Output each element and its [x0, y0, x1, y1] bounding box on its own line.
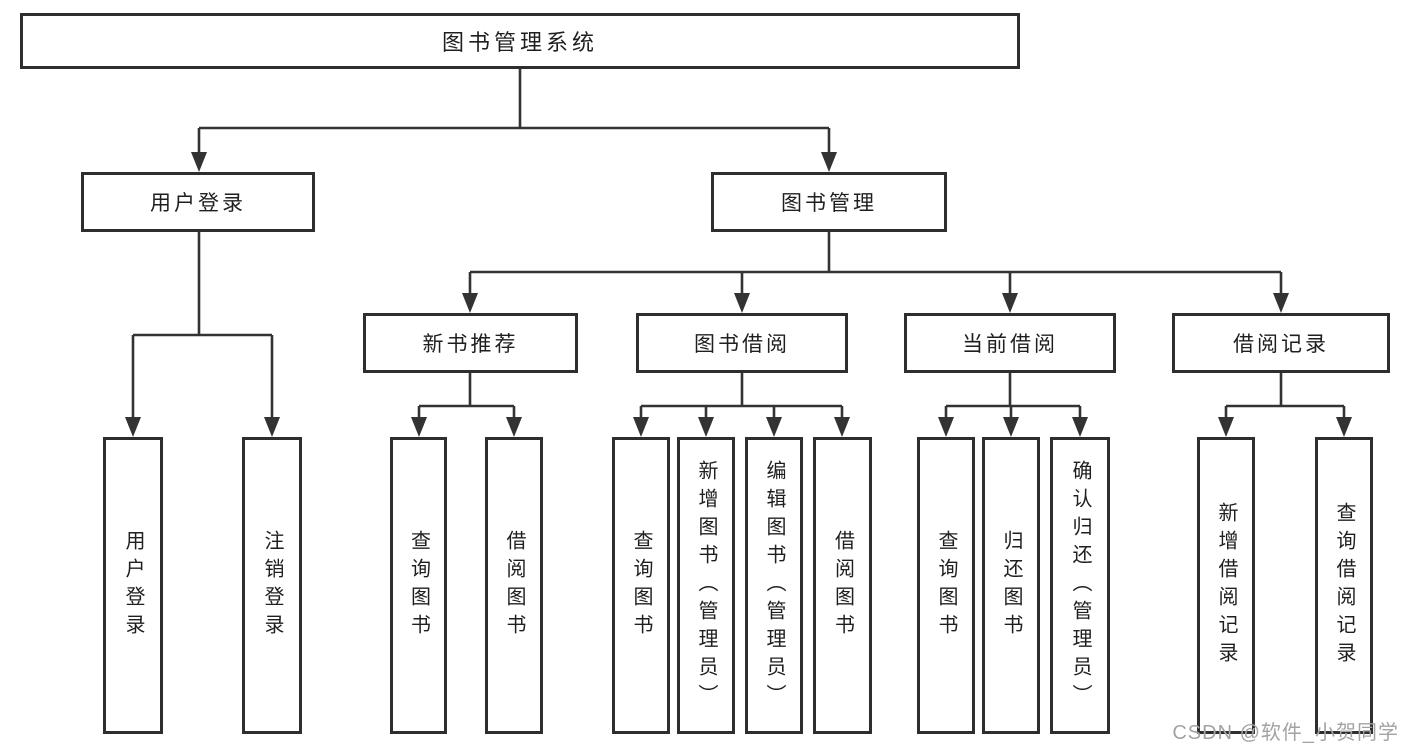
node-leaf-br-add-record-label: 新增借阅记录 [1215, 501, 1237, 670]
node-leaf-bb-query-books: 查询图书 [612, 437, 670, 734]
node-library-management-system: 图书管理系统 [20, 13, 1020, 69]
node-leaf-cb-confirm-return: 确认归还（管理员） [1050, 437, 1110, 734]
arrowhead-icon [506, 417, 522, 437]
arrowhead-icon [698, 417, 714, 437]
arrowhead-icon [125, 417, 141, 437]
node-leaf-nbr-borrow-books-label: 借阅图书 [503, 529, 525, 642]
arrowhead-icon [1336, 417, 1352, 437]
arrowhead-icon [821, 152, 837, 172]
node-leaf-cb-confirm-return-label: 确认归还（管理员） [1069, 459, 1091, 712]
node-leaf-cb-return-books-label: 归还图书 [1000, 529, 1022, 642]
arrowhead-icon [1072, 417, 1088, 437]
arrowhead-icon [1218, 417, 1234, 437]
node-leaf-bb-borrow-books-label: 借阅图书 [831, 529, 854, 642]
node-leaf-user-login: 用户登录 [103, 437, 163, 734]
arrowhead-icon [1003, 417, 1019, 437]
node-book-borrow: 图书借阅 [636, 313, 848, 373]
watermark: CSDN @软件_小贺同学 [1172, 722, 1399, 744]
node-leaf-nbr-query-books: 查询图书 [390, 437, 447, 734]
node-leaf-bb-query-books-label: 查询图书 [630, 529, 652, 642]
edge-book-management-to-level3 [462, 232, 1289, 313]
arrowhead-icon [834, 417, 850, 437]
node-borrow-records: 借阅记录 [1172, 313, 1390, 373]
node-leaf-user-login-label: 用户登录 [122, 529, 144, 642]
arrowhead-icon [938, 417, 954, 437]
edge-new-book-recommend-to-leaves [411, 373, 522, 437]
node-leaf-bb-borrow-books: 借阅图书 [813, 437, 872, 734]
edge-borrow-records-to-leaves [1218, 373, 1352, 437]
edge-current-borrow-to-leaves [938, 373, 1088, 437]
node-leaf-bb-edit-books-label: 编辑图书（管理员） [763, 459, 785, 712]
node-leaf-bb-add-books-label: 新增图书（管理员） [695, 459, 717, 712]
arrowhead-icon [1002, 293, 1018, 313]
node-leaf-br-query-record-label: 查询借阅记录 [1333, 501, 1355, 670]
arrowhead-icon [462, 293, 478, 313]
node-leaf-bb-add-books: 新增图书（管理员） [677, 437, 735, 734]
edge-user-login-to-leaves [125, 232, 280, 437]
node-leaf-logout: 注销登录 [242, 437, 302, 734]
node-leaf-br-query-record: 查询借阅记录 [1315, 437, 1373, 734]
arrowhead-icon [633, 417, 649, 437]
arrowhead-icon [411, 417, 427, 437]
node-current-borrow: 当前借阅 [904, 313, 1116, 373]
arrowhead-icon [191, 152, 207, 172]
node-leaf-nbr-borrow-books: 借阅图书 [485, 437, 543, 734]
node-book-management: 图书管理 [711, 172, 947, 232]
node-leaf-bb-edit-books: 编辑图书（管理员） [745, 437, 803, 734]
edge-root-to-level2 [191, 69, 837, 172]
node-leaf-nbr-query-books-label: 查询图书 [407, 529, 430, 642]
node-new-book-recommend: 新书推荐 [363, 313, 578, 373]
node-leaf-cb-query-books: 查询图书 [917, 437, 975, 734]
arrowhead-icon [734, 293, 750, 313]
node-leaf-br-add-record: 新增借阅记录 [1197, 437, 1255, 734]
edge-book-borrow-to-leaves [633, 373, 850, 437]
node-leaf-cb-query-books-label: 查询图书 [935, 529, 957, 642]
arrowhead-icon [766, 417, 782, 437]
arrowhead-icon [1273, 293, 1289, 313]
node-user-login: 用户登录 [81, 172, 315, 232]
node-leaf-logout-label: 注销登录 [261, 529, 283, 642]
node-leaf-cb-return-books: 归还图书 [982, 437, 1040, 734]
arrowhead-icon [264, 417, 280, 437]
